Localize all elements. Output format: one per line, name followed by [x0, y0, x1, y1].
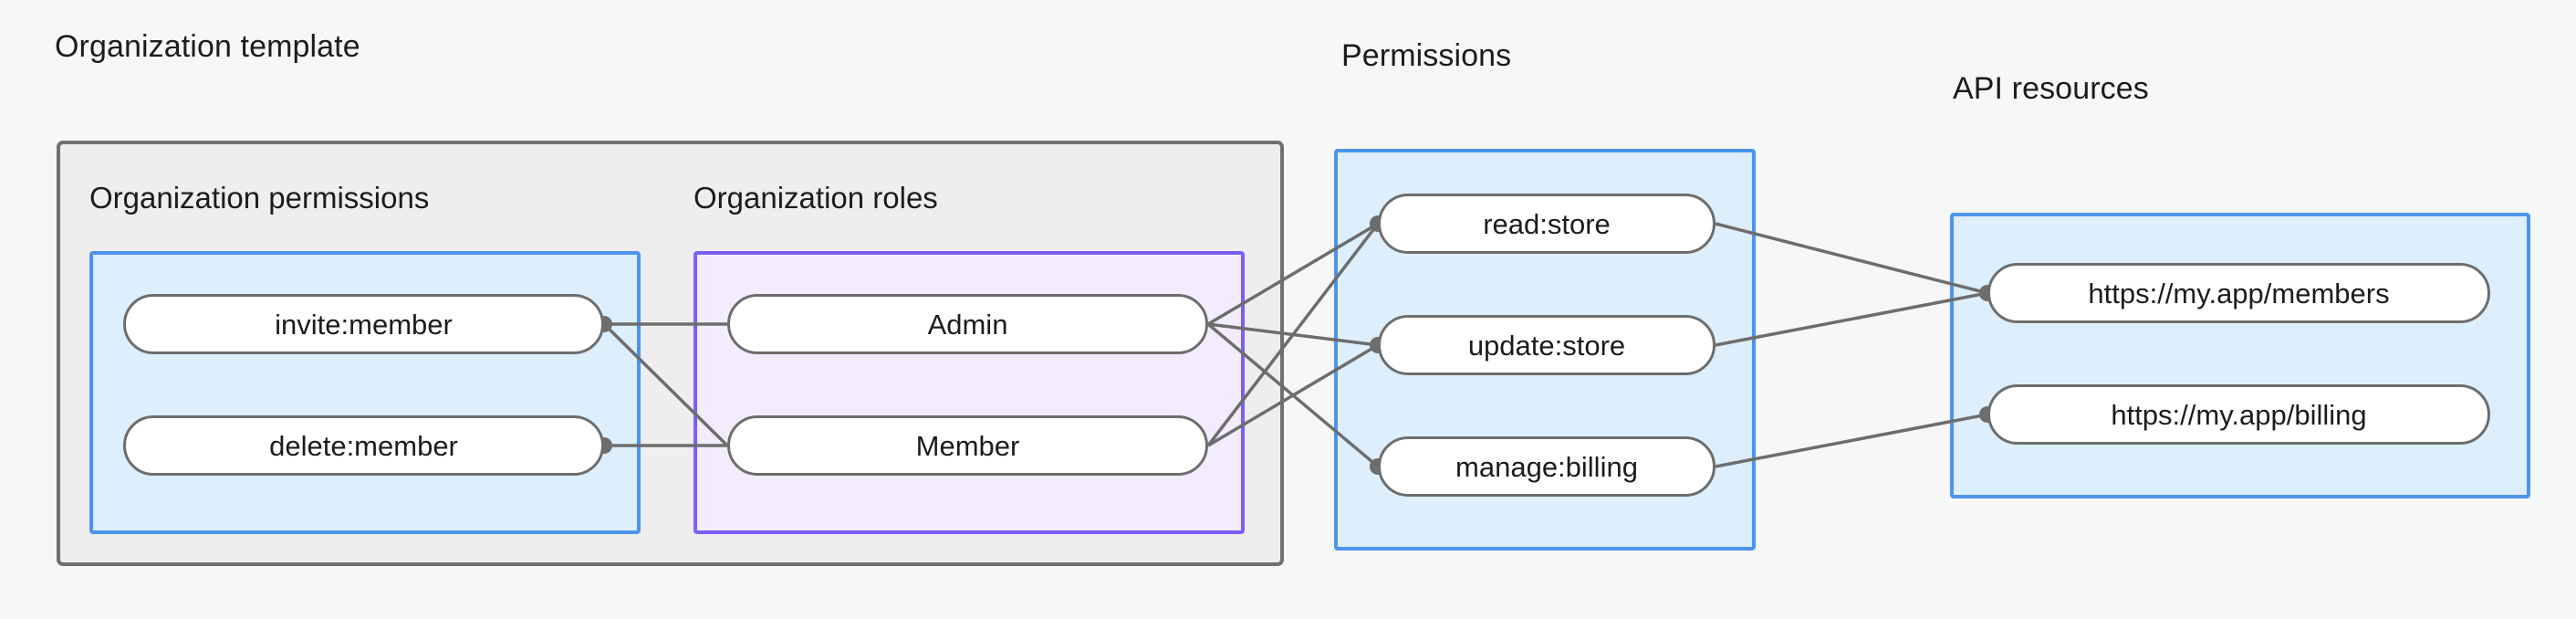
group-title-organization-template: Organization template [55, 29, 360, 64]
node-invite-member-label: invite:member [275, 308, 453, 341]
edge-update-store-to-members [1715, 291, 1988, 347]
node-resource-billing[interactable]: https://my.app/billing [1987, 384, 2490, 445]
node-permission-update-store[interactable]: update:store [1378, 315, 1716, 375]
node-permission-read-store-label: read:store [1483, 207, 1611, 240]
edge-read-store-to-members [1715, 222, 1988, 295]
subgroup-title-organization-roles: Organization roles [694, 181, 938, 215]
edge-manage-billing-to-billing [1715, 413, 1988, 468]
group-title-api-resources: API resources [1953, 71, 2149, 106]
node-permission-manage-billing[interactable]: manage:billing [1378, 436, 1716, 497]
node-resource-members[interactable]: https://my.app/members [1987, 263, 2490, 323]
node-invite-member[interactable]: invite:member [123, 294, 604, 354]
node-delete-member-label: delete:member [269, 429, 458, 462]
node-role-admin[interactable]: Admin [727, 294, 1208, 354]
node-resource-members-label: https://my.app/members [2088, 277, 2390, 310]
node-role-admin-label: Admin [927, 308, 1008, 341]
node-permission-read-store[interactable]: read:store [1378, 194, 1716, 254]
node-delete-member[interactable]: delete:member [123, 415, 604, 476]
group-title-permissions: Permissions [1341, 38, 1512, 73]
group-api-resources [1950, 213, 2530, 498]
node-role-member-label: Member [915, 429, 1020, 462]
node-resource-billing-label: https://my.app/billing [2111, 398, 2367, 431]
node-permission-update-store-label: update:store [1467, 329, 1626, 362]
subgroup-title-organization-permissions: Organization permissions [89, 181, 430, 215]
node-permission-manage-billing-label: manage:billing [1455, 450, 1638, 483]
node-role-member[interactable]: Member [727, 415, 1208, 476]
